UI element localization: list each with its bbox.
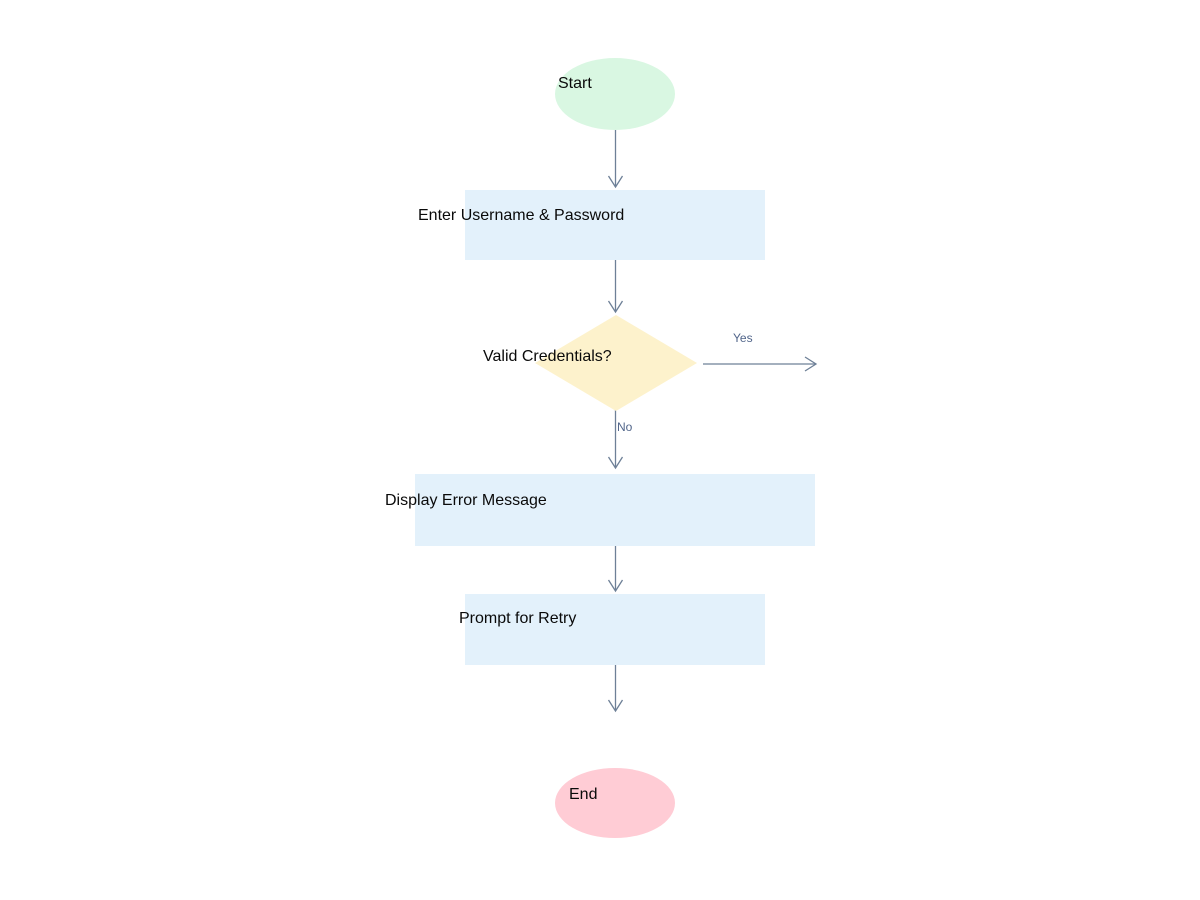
- node-display-error-shape: [415, 474, 815, 546]
- node-end-shape: [555, 768, 675, 838]
- edge-label-yes: Yes: [733, 331, 753, 345]
- node-valid-credentials-shape: [535, 315, 697, 411]
- node-valid-credentials: Valid Credentials?: [483, 315, 697, 411]
- node-display-error-label: Display Error Message: [385, 492, 547, 509]
- node-start: Start: [555, 58, 675, 130]
- node-start-label: Start: [558, 75, 592, 92]
- node-enter-credentials: Enter Username & Password: [418, 190, 765, 260]
- edge-label-no: No: [617, 420, 633, 434]
- node-prompt-retry-shape: [465, 594, 765, 665]
- node-end: End: [555, 768, 675, 838]
- node-valid-credentials-label: Valid Credentials?: [483, 348, 612, 365]
- node-start-shape: [555, 58, 675, 130]
- node-prompt-retry-label: Prompt for Retry: [459, 610, 576, 627]
- node-prompt-retry: Prompt for Retry: [459, 594, 765, 665]
- node-enter-credentials-shape: [465, 190, 765, 260]
- node-display-error: Display Error Message: [385, 474, 815, 546]
- node-enter-credentials-label: Enter Username & Password: [418, 207, 624, 224]
- node-end-label: End: [569, 786, 597, 803]
